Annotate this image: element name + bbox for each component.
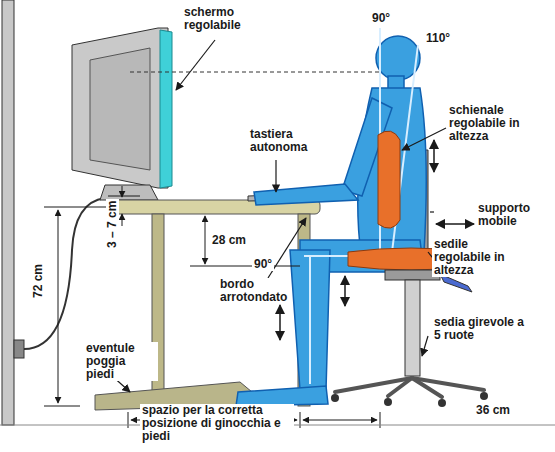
part-label: sedile regolabile in altezza [432, 238, 526, 277]
dimension-label: 3 – 7 cm [106, 199, 119, 250]
dimension-label: 90° [370, 12, 392, 25]
wall-socket [14, 340, 24, 358]
monitor-back [90, 48, 150, 170]
eye-line [130, 72, 385, 73]
chair-wheels [331, 392, 488, 407]
dimension-label: 36 cm [474, 404, 512, 417]
gas-column [405, 280, 420, 376]
wall [2, 0, 14, 425]
part-label: sedia girevole a 5 ruote [432, 316, 536, 342]
part-label: schermo regolabile [182, 6, 270, 32]
part-label: spazio per la corretta posizione di gino… [140, 404, 294, 443]
person [236, 36, 426, 406]
power-cable [24, 198, 105, 349]
dimension-label: 28 cm [210, 234, 248, 247]
monitor [72, 28, 168, 188]
chair-base [335, 378, 484, 397]
dimension-label: 90° [252, 258, 274, 271]
dimension-label: 110° [424, 32, 452, 45]
part-label: supporto mobile [476, 202, 544, 228]
part-label: tastiera autonoma [248, 128, 314, 154]
part-label: eventule poggia piedi [84, 342, 158, 381]
dimension-label: 72 cm [32, 262, 45, 300]
posture-line [309, 256, 311, 384]
leader-line [110, 40, 446, 392]
part-label: schienale regolabile in altezza [447, 104, 551, 143]
dimension-line [0, 186, 555, 428]
backrest [378, 131, 400, 228]
part-label: bordo arrotondato [218, 278, 284, 304]
monitor-screen [160, 30, 172, 188]
